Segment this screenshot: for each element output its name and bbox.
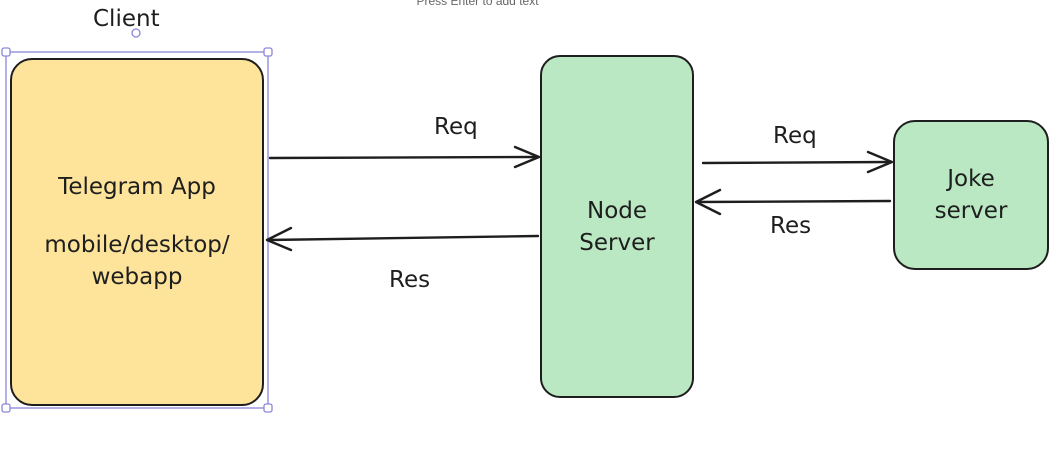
selection-frame[interactable] bbox=[1, 28, 273, 413]
platforms-text-cont: webapp bbox=[91, 264, 183, 290]
node-server-box[interactable]: Node Server bbox=[540, 55, 694, 398]
request-label-node-joke[interactable]: Req bbox=[773, 123, 817, 149]
response-label-node-client[interactable]: Res bbox=[389, 267, 431, 293]
resize-handle-bottom-left[interactable] bbox=[1, 403, 11, 413]
arrow-node-to-client[interactable] bbox=[265, 226, 540, 252]
joke-server-text: Joke bbox=[947, 166, 995, 192]
resize-handle-top-right[interactable] bbox=[263, 47, 273, 57]
resize-handle-bottom-right[interactable] bbox=[263, 403, 273, 413]
joke-server-box[interactable]: Joke server bbox=[893, 120, 1049, 270]
joke-server-text-cont: server bbox=[934, 198, 1008, 224]
request-label-client-node[interactable]: Req bbox=[434, 114, 478, 140]
telegram-app-box[interactable]: Telegram App mobile/desktop/ webapp bbox=[10, 58, 264, 406]
telegram-app-text: Telegram App bbox=[58, 174, 216, 200]
response-label-joke-node[interactable]: Res bbox=[770, 213, 812, 239]
arrow-joke-to-node[interactable] bbox=[694, 188, 892, 216]
rotate-handle[interactable] bbox=[131, 28, 141, 38]
platforms-text: mobile/desktop/ bbox=[44, 232, 230, 258]
client-label[interactable]: Client bbox=[93, 6, 160, 32]
selection-border bbox=[5, 51, 269, 409]
node-server-text-cont: Server bbox=[579, 229, 655, 256]
add-text-hint: Press Enter to add text bbox=[416, 0, 539, 8]
resize-handle-top-left[interactable] bbox=[1, 47, 11, 57]
arrow-client-to-node[interactable] bbox=[268, 145, 541, 169]
node-server-text: Node bbox=[586, 197, 648, 224]
arrow-node-to-joke[interactable] bbox=[701, 150, 894, 174]
